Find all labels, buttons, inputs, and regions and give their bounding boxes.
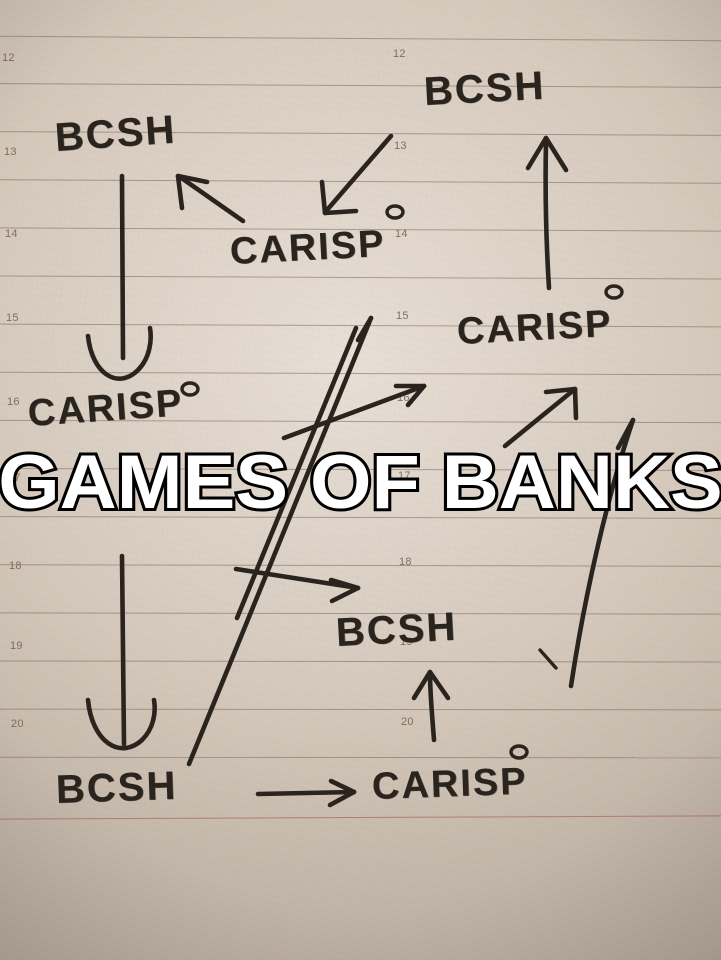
arrow-down-left-to-carisp-upper [319, 133, 394, 216]
arrow-up-right-to-bcsh-top-left [175, 173, 246, 224]
line-number-left: 17 [8, 472, 21, 484]
arrow-right-mid [281, 383, 427, 441]
hook-down-left-lower [85, 697, 157, 751]
arrow-up-right-to-carisp-mid [502, 386, 579, 449]
line-number-left: 15 [6, 312, 19, 324]
handwritten-label-bcsh-top-right: BCSH [422, 63, 547, 114]
line-number-left: 16 [7, 396, 20, 408]
handwritten-label-bcsh-bottom-left: BCSH [55, 763, 179, 812]
line-down-from-bcsh-top-left [119, 173, 126, 361]
line-number-center: 12 [393, 48, 406, 60]
handwritten-label-bcsh-lower-mid: BCSH [334, 604, 459, 655]
line-number-left: 18 [9, 560, 22, 572]
arrow-right-bottom [255, 778, 357, 808]
line-number-center: 13 [394, 140, 407, 152]
line-number-left: 19 [10, 640, 23, 652]
line-number-center: 14 [395, 228, 408, 240]
handwritten-label-carisp-upper-mid: CARISP [228, 222, 387, 273]
line-number-left: 13 [4, 146, 17, 158]
line-number-center: 15 [396, 310, 409, 322]
arrow-up-to-bcsh-lower-mid [411, 669, 451, 743]
line-number-left: 12 [2, 52, 15, 64]
line-number-left: 14 [5, 228, 18, 240]
diagonal-cross-down-right [234, 325, 359, 621]
line-number-center: 20 [401, 716, 414, 728]
arrow-up-to-bcsh-top-right [525, 135, 569, 291]
stray-ink-marks [180, 204, 624, 760]
line-number-left: 20 [11, 718, 24, 730]
vertical-right-long [568, 417, 636, 689]
line-number-center: 18 [399, 556, 412, 568]
hook-down-left-upper [85, 325, 153, 381]
arrow-right-lower [233, 566, 361, 604]
handwritten-label-carisp-bottom-right: CARISP [371, 760, 529, 808]
handwritten-label-carisp-mid-right: CARISP [455, 302, 614, 353]
handwritten-label-bcsh-top-left: BCSH [53, 107, 178, 160]
diagonal-long-up-right [186, 315, 374, 767]
line-number-center: 19 [400, 636, 413, 648]
line-number-center: 17 [398, 470, 411, 482]
line-down-bottom-left [119, 553, 127, 747]
